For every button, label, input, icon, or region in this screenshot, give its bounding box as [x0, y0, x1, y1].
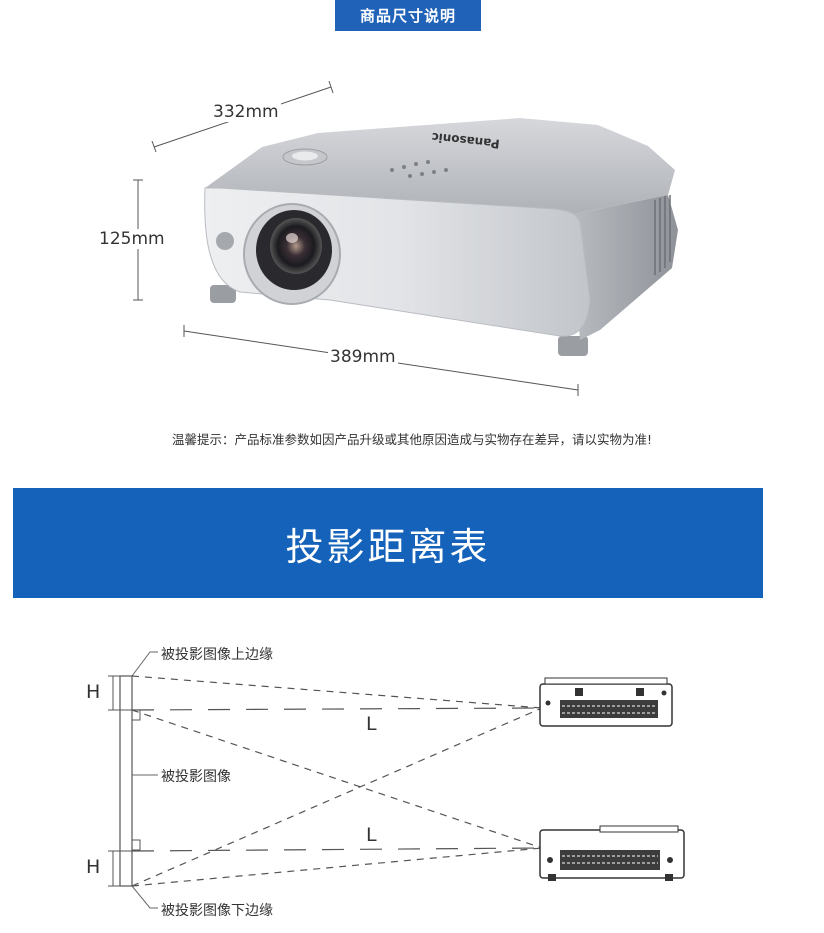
projector-dimension-illustration: Panasonic — [133, 80, 678, 396]
lens-axis-marker — [131, 839, 141, 851]
ir-sensor — [216, 232, 234, 250]
vent-grille — [654, 195, 671, 275]
depth-dimension-label: 332mm — [211, 102, 281, 122]
height-dimension-label: 125mm — [97, 229, 167, 249]
width-dimension-label: 389mm — [328, 347, 398, 367]
projector-top — [205, 118, 675, 215]
top-edge-label: 被投影图像上边缘 — [161, 647, 273, 663]
lens-highlight — [286, 233, 298, 243]
label-leaders — [131, 651, 158, 909]
h-bottom-label: H — [86, 856, 101, 878]
h-top-label: H — [86, 681, 101, 703]
bottom-edge-label: 被投影图像下边缘 — [161, 903, 273, 919]
projection-distance-diagram — [108, 651, 685, 909]
projector-foot — [558, 336, 588, 356]
section-banner: 投影距离表 — [13, 488, 763, 598]
section-tag: 商品尺寸说明 — [335, 0, 481, 31]
h-bracket-bottom — [108, 850, 132, 887]
l-bottom-label: L — [366, 824, 377, 846]
h-bracket-top — [108, 675, 132, 711]
projector-foot — [210, 285, 236, 303]
projection-screen — [119, 675, 133, 887]
notice-text: 温馨提示：产品标准参数如因产品升级或其他原因造成与实物存在差异，请以实物为准! — [171, 432, 652, 447]
banner-title: 投影距离表 — [285, 524, 491, 569]
projector-desktop — [539, 825, 685, 881]
lens-glass — [270, 218, 322, 274]
l-top-label: L — [366, 713, 377, 735]
image-label: 被投影图像 — [161, 769, 231, 785]
projector-side — [570, 195, 678, 340]
projector-ceiling-mount — [539, 677, 673, 727]
control-buttons — [390, 160, 448, 178]
projection-lines — [131, 675, 543, 887]
focus-ring-inner — [292, 151, 318, 161]
